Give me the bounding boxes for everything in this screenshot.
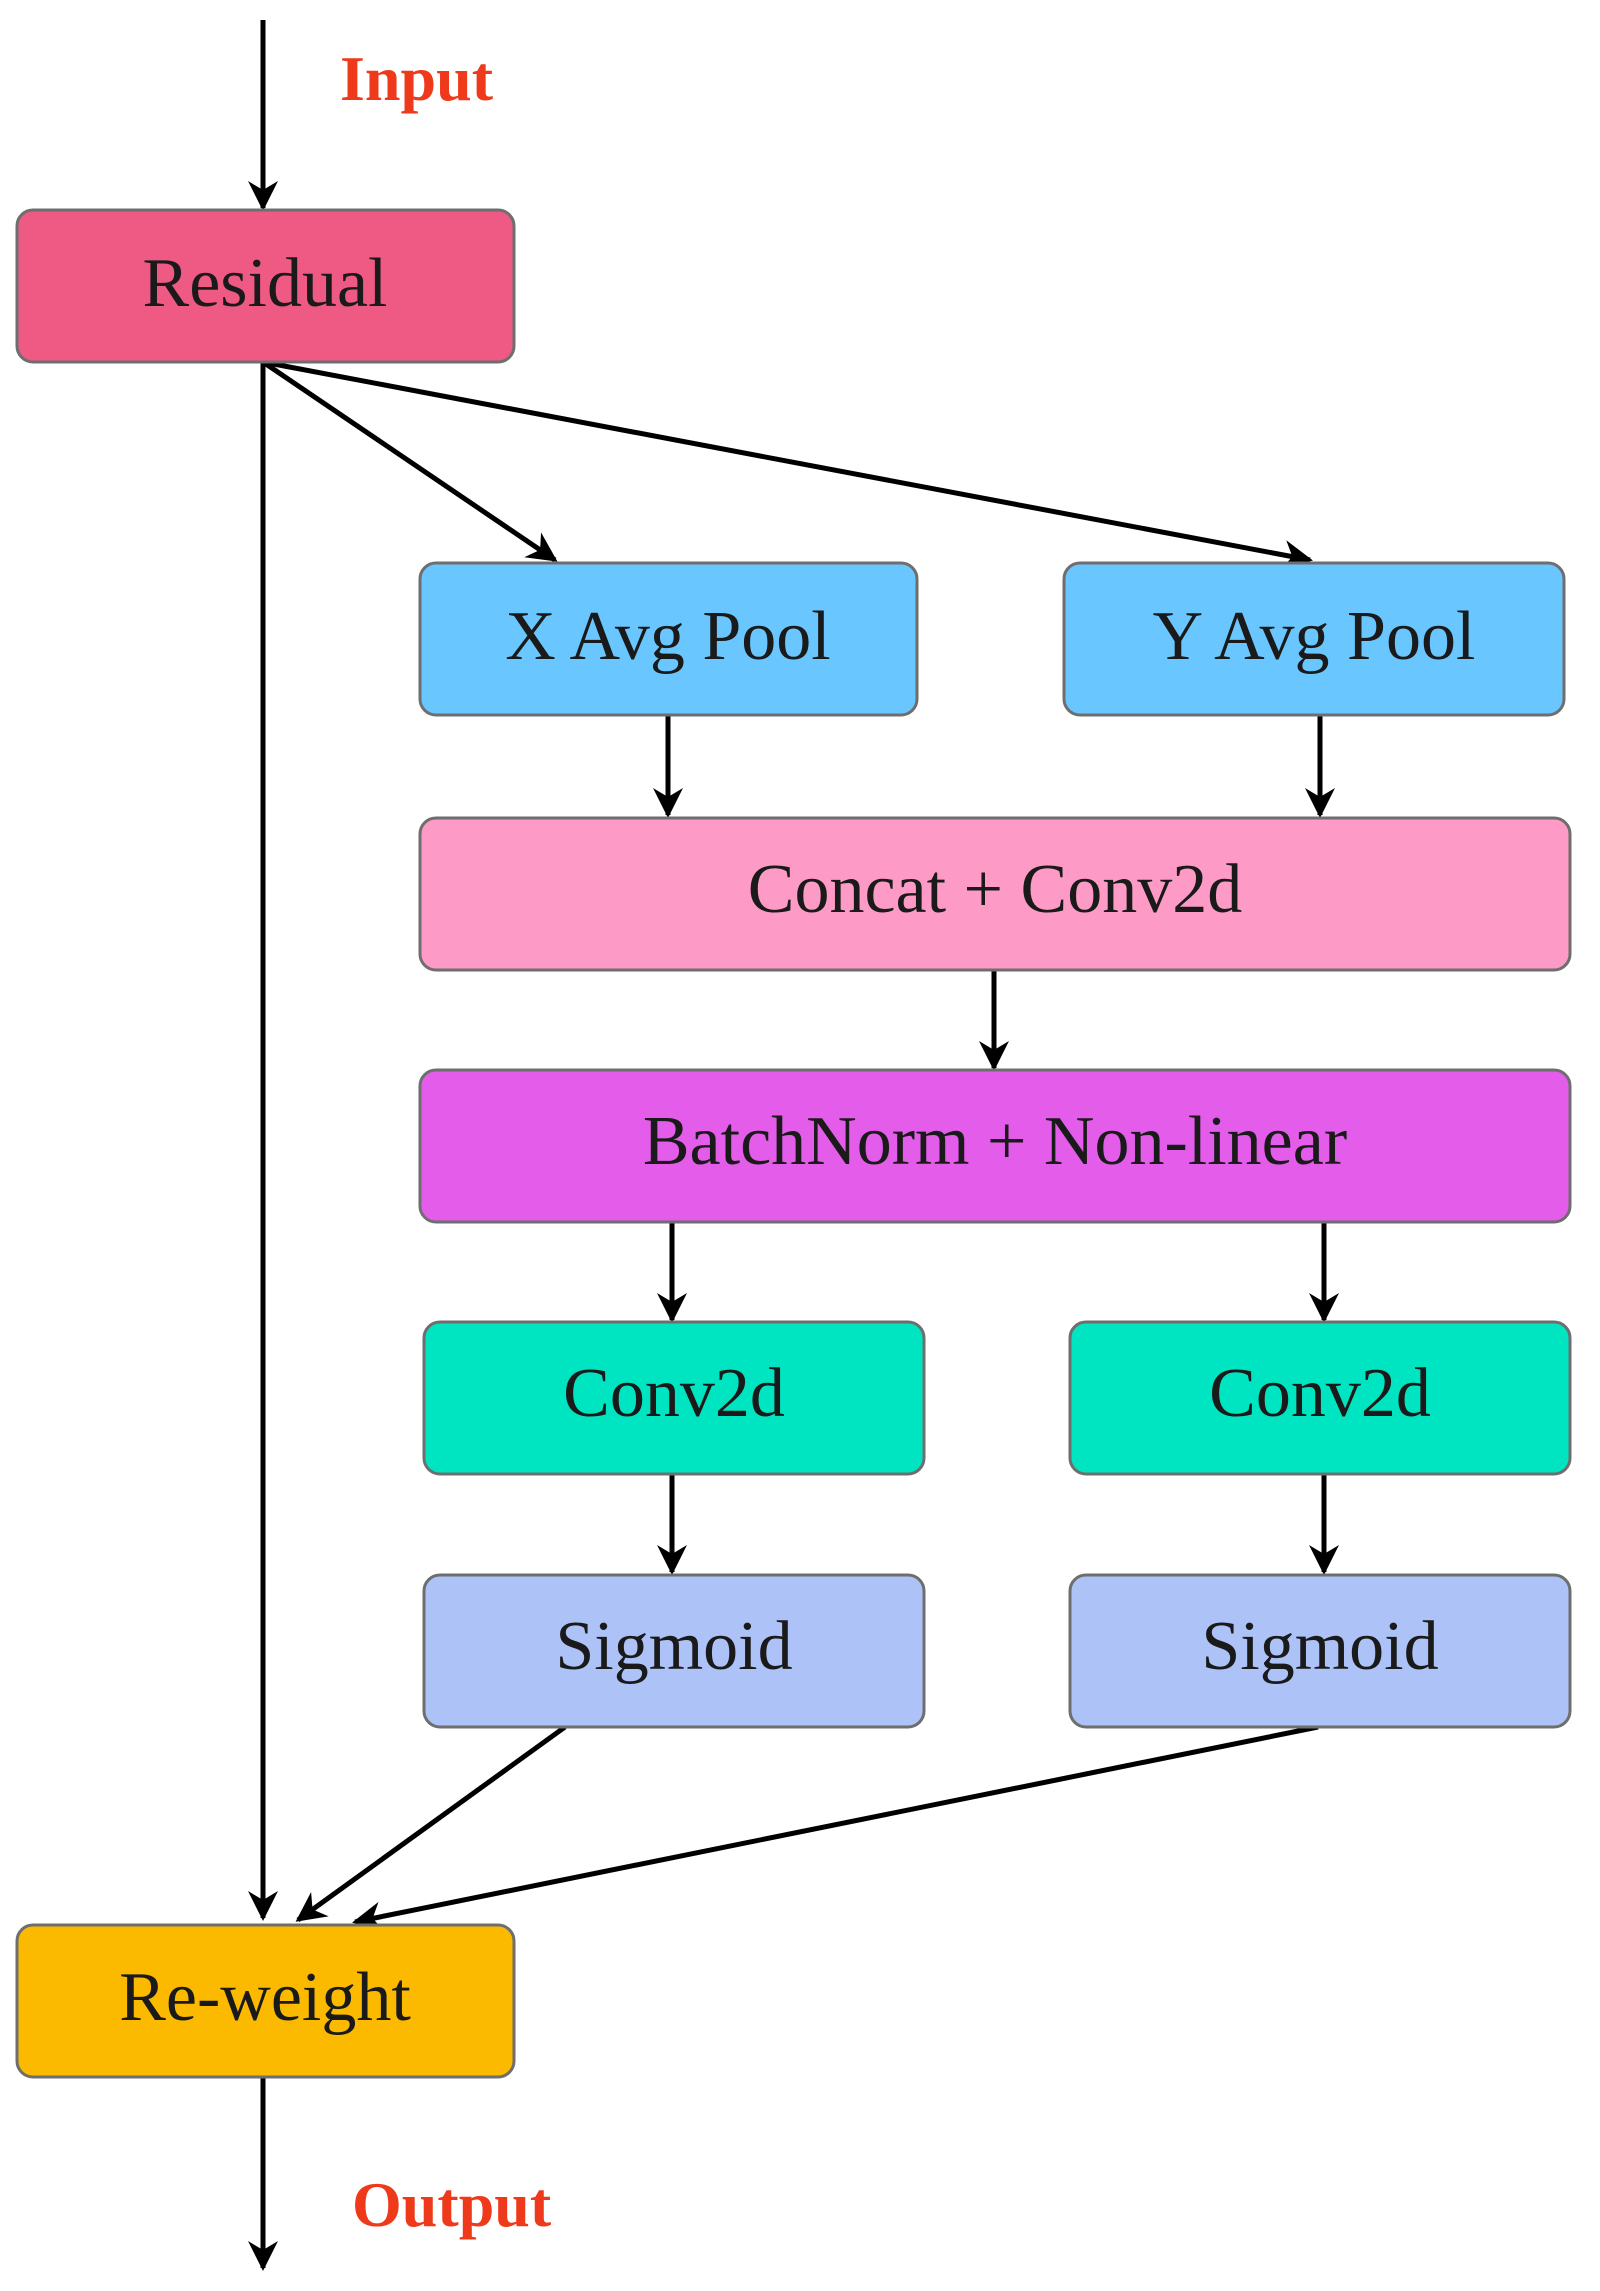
- sigmoid-right-box: [1068, 1573, 1572, 1729]
- output-label: Output: [352, 2169, 552, 2240]
- concat-conv-node: Concat + Conv2d: [418, 816, 1572, 972]
- edge-residual-to-x-avg-pool: [261, 359, 558, 563]
- edges: [248, 20, 1339, 2271]
- batchnorm-box: [418, 1068, 1572, 1224]
- x-avg-pool-label: X Avg Pool: [505, 598, 830, 675]
- batchnorm-node: BatchNorm + Non-linear: [418, 1068, 1572, 1224]
- conv2d-left-label: Conv2d: [563, 1355, 785, 1432]
- conv2d-right-box: [1068, 1320, 1572, 1476]
- concat-conv-box: [418, 816, 1572, 972]
- x-avg-pool-node: X Avg Pool: [418, 561, 919, 717]
- sigmoid-right-label: Sigmoid: [1201, 1608, 1438, 1685]
- batchnorm-label: BatchNorm + Non-linear: [643, 1103, 1347, 1180]
- conv2d-left-node: Conv2d: [422, 1320, 926, 1476]
- residual-label: Residual: [143, 245, 388, 322]
- reweight-label: Re-weight: [119, 1959, 411, 2036]
- edge-sigmoid-left-to-reweight: [295, 1724, 567, 1923]
- concat-conv-label: Concat + Conv2d: [748, 851, 1242, 928]
- sigmoid-right-node: Sigmoid: [1068, 1573, 1572, 1729]
- conv2d-right-node: Conv2d: [1068, 1320, 1572, 1476]
- sigmoid-left-label: Sigmoid: [555, 1608, 792, 1685]
- residual-node: Residual: [15, 208, 516, 364]
- sigmoid-left-node: Sigmoid: [422, 1573, 926, 1729]
- y-avg-pool-label: Y Avg Pool: [1153, 598, 1476, 675]
- conv2d-left-box: [422, 1320, 926, 1476]
- x-avg-pool-box: [418, 561, 919, 717]
- input-label: Input: [340, 43, 494, 114]
- residual-box: [15, 208, 516, 364]
- sigmoid-left-box: [422, 1573, 926, 1729]
- edge-sigmoid-right-to-reweight: [352, 1724, 1319, 1932]
- y-avg-pool-node: Y Avg Pool: [1062, 561, 1566, 717]
- reweight-node: Re-weight: [15, 1923, 516, 2079]
- y-avg-pool-box: [1062, 561, 1566, 717]
- conv2d-right-label: Conv2d: [1209, 1355, 1431, 1432]
- reweight-box: [15, 1923, 516, 2079]
- edge-residual-to-y-avg-pool: [262, 359, 1313, 570]
